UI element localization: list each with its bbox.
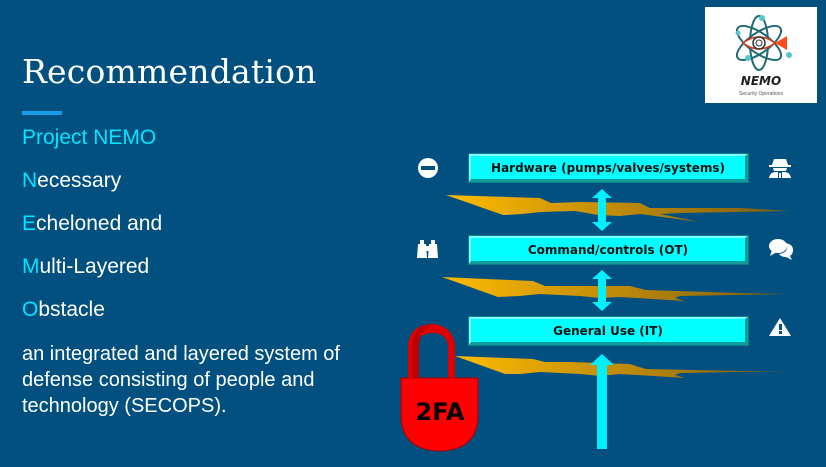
barrier-bolt	[442, 277, 788, 301]
double-arrow-icon[interactable]	[592, 270, 612, 311]
layer-label: General Use (IT)	[553, 323, 663, 338]
acronym-line-m: Multi-Layered	[22, 255, 149, 279]
up-arrow-icon[interactable]	[590, 354, 614, 449]
description: an integrated and layered system of defe…	[22, 343, 340, 417]
comments-icon[interactable]	[769, 239, 793, 260]
barrier-bolt	[446, 195, 790, 222]
layer-label: Hardware (pumps/valves/systems)	[491, 160, 725, 175]
binoculars-icon[interactable]	[417, 240, 438, 258]
barrier-bolt	[455, 356, 790, 378]
slide-title: Recommendation	[22, 52, 317, 91]
acronym-letter: O	[22, 298, 39, 321]
logo-name: NEMO	[740, 74, 782, 88]
acronym-line-n: Necessary	[22, 169, 121, 193]
atom-eye-fish-logo-icon	[735, 15, 792, 71]
acronym-rest: ulti-Layered	[39, 255, 150, 278]
logo-tagline: Security Operations	[739, 91, 783, 97]
acronym-letter: E	[22, 212, 37, 235]
acronym-line-o: Obstacle	[22, 298, 105, 322]
acronym-letter: M	[22, 255, 40, 278]
user-secret-icon[interactable]	[769, 159, 791, 178]
minus-circle-icon[interactable]	[418, 158, 438, 178]
acronym-line-e: Echeloned and	[22, 212, 162, 236]
acronym-letter: N	[22, 169, 38, 192]
nemo-logo: NEMO Security Operations	[705, 7, 817, 103]
lock-icon	[400, 324, 479, 452]
acronym-rest: bstacle	[38, 298, 105, 321]
acronym-rest: ecessary	[37, 169, 122, 192]
warning-icon[interactable]	[769, 318, 791, 336]
layer-command-controls[interactable]: Command/controls (OT)	[468, 235, 749, 265]
title-underline	[22, 111, 62, 115]
layer-general-use[interactable]: General Use (IT)	[468, 316, 749, 346]
acronym-rest: cheloned and	[36, 212, 163, 235]
lock-label: 2FA	[416, 398, 465, 426]
project-name: Project NEMO	[22, 126, 157, 149]
layer-hardware[interactable]: Hardware (pumps/valves/systems)	[468, 153, 749, 183]
double-arrow-icon[interactable]	[592, 189, 612, 231]
layer-label: Command/controls (OT)	[527, 242, 689, 257]
